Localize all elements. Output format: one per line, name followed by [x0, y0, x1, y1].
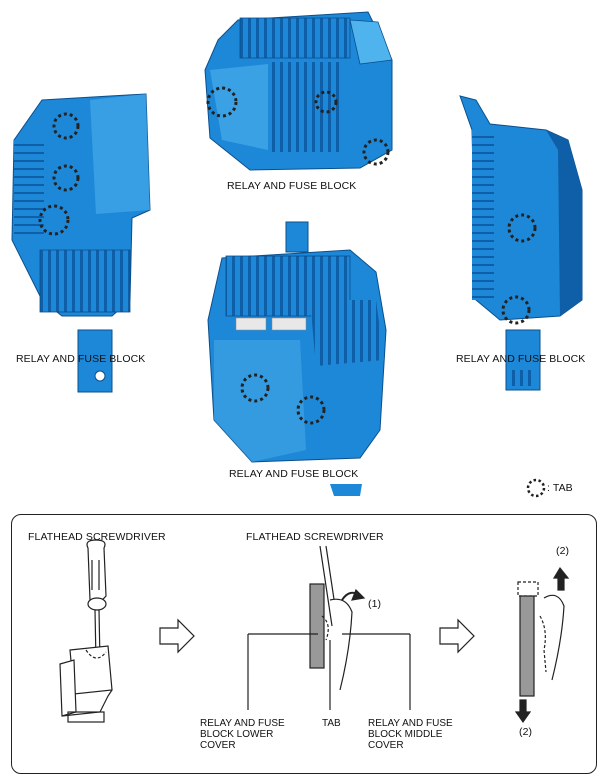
tab-marker	[296, 395, 326, 425]
next-step-arrow-icon	[439, 618, 475, 654]
bottom-view-label: RELAY AND FUSE BLOCK	[229, 468, 359, 480]
tab-marker	[501, 295, 531, 325]
top-view-label: RELAY AND FUSE BLOCK	[227, 180, 357, 192]
right-view-label: RELAY AND FUSE BLOCK	[456, 353, 586, 365]
tab-marker	[206, 86, 238, 118]
step1-drawing	[59, 539, 113, 723]
step1-tool-label: FLATHEAD SCREWDRIVER	[28, 531, 166, 543]
relay-fuse-block-right-view	[459, 95, 583, 391]
step2-callout: (1)	[368, 598, 382, 610]
tab-marker	[240, 373, 270, 403]
step3-callout-up: (2)	[556, 545, 570, 557]
next-step-arrow-icon	[159, 618, 195, 654]
legend-text: : TAB	[547, 482, 573, 494]
removal-procedure-panel	[11, 514, 597, 774]
tab-marker	[314, 90, 338, 114]
step3-drawing	[514, 566, 570, 724]
tab-marker	[52, 164, 80, 192]
tab-label: TAB	[322, 718, 341, 729]
relay-fuse-block-bottom-view	[207, 221, 387, 496]
step2-drawing	[247, 545, 411, 710]
tab-marker	[362, 138, 390, 166]
middle-cover-label: RELAY AND FUSE BLOCK MIDDLE COVER	[368, 718, 453, 751]
tab-marker	[52, 112, 80, 140]
tab-marker	[507, 213, 537, 243]
dashed-circle-icon	[526, 478, 546, 498]
left-view-label: RELAY AND FUSE BLOCK	[16, 353, 146, 365]
relay-fuse-block-left-view	[11, 93, 151, 393]
step2-tool-label: FLATHEAD SCREWDRIVER	[246, 531, 384, 543]
step3-callout-down: (2)	[519, 726, 533, 738]
tab-marker	[38, 204, 70, 236]
relay-fuse-block-top-view	[204, 11, 393, 171]
lower-cover-label: RELAY AND FUSE BLOCK LOWER COVER	[200, 718, 285, 751]
